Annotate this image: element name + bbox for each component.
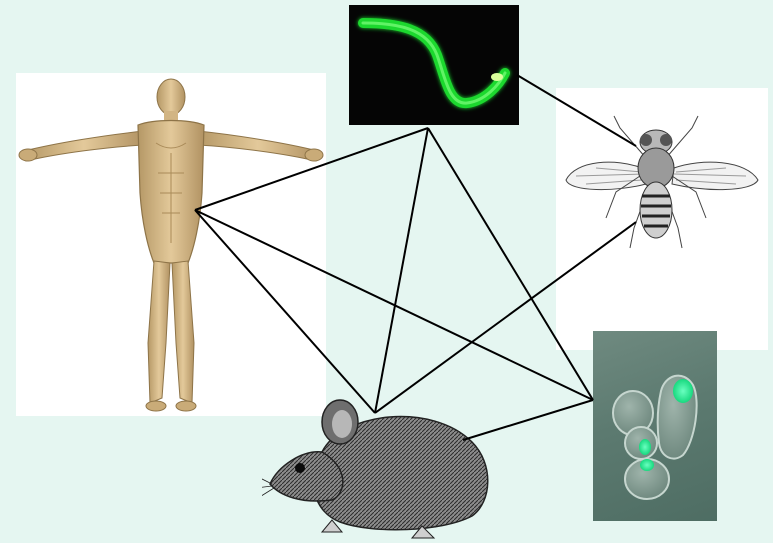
human-panel [16, 73, 326, 416]
mouse-panel [262, 392, 502, 540]
worm-icon [349, 5, 519, 125]
yeast-panel [593, 331, 717, 521]
worm-panel [349, 5, 519, 125]
fly-panel [556, 88, 768, 350]
mouse-icon [262, 392, 502, 540]
fruit-fly-icon [556, 88, 768, 350]
edge-worm-mouse [375, 128, 428, 413]
human-icon [16, 73, 326, 416]
yeast-cells-icon [593, 331, 717, 521]
